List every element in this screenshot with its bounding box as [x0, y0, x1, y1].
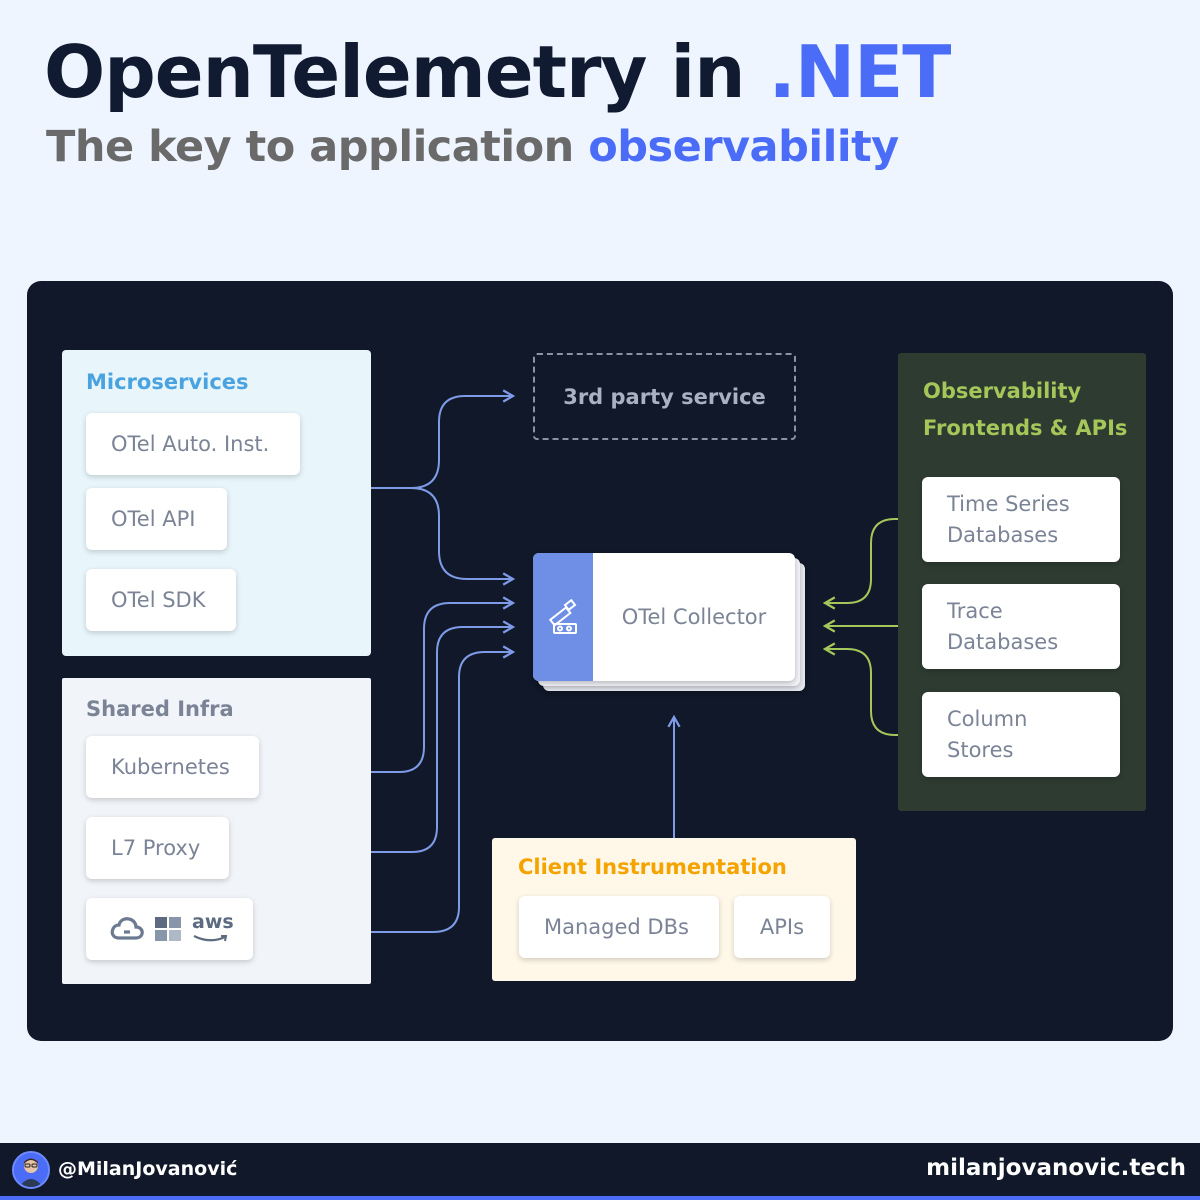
wire-proxy-to-collector — [229, 620, 516, 853]
wire-collector-timeseries — [822, 512, 916, 610]
telescope-icon — [548, 599, 577, 634]
page-subtitle: The key to application observability — [46, 122, 899, 172]
chip-line: Column — [947, 706, 1028, 731]
cloud-providers-chip: aws — [86, 898, 253, 960]
l7-proxy-chip: L7 Proxy — [86, 817, 229, 879]
wire-microservices-to-collector — [410, 487, 516, 586]
architecture-diagram: Microservices OTel Auto. Inst. OTel API … — [27, 281, 1173, 1041]
avatar — [12, 1151, 50, 1189]
wire-collector-column — [822, 642, 916, 742]
client-instrumentation-title: Client Instrumentation — [518, 855, 787, 879]
subtitle-accent: observability — [588, 122, 899, 172]
collector-stripe — [533, 553, 593, 681]
otel-api-chip: OTel API — [86, 488, 227, 550]
title-main: OpenTelemetry in — [44, 30, 769, 114]
managed-dbs-chip: Managed DBs — [519, 896, 719, 958]
collector-label: OTel Collector — [621, 605, 767, 629]
title-accent: .NET — [768, 30, 952, 114]
chip-line: Time Series — [947, 491, 1070, 516]
column-stores-chip: Column Stores — [922, 692, 1120, 777]
chip-line: Databases — [947, 522, 1059, 547]
collector-card: OTel Collector — [533, 553, 795, 681]
avatar-icon — [14, 1153, 48, 1187]
shared-infra-panel: Shared Infra Kubernetes L7 Proxy aws — [62, 678, 371, 984]
client-instrumentation-panel: Client Instrumentation Managed DBs APIs — [492, 838, 856, 981]
site-url[interactable]: milanjovanovic.tech — [926, 1155, 1186, 1181]
microservices-title: Microservices — [86, 370, 249, 394]
connection-wires — [229, 389, 916, 933]
observability-title: Observability Frontends & APIs — [923, 379, 1128, 440]
third-party-service-box: 3rd party service — [533, 353, 796, 440]
trace-databases-chip: Trace Databases — [922, 584, 1120, 669]
microservices-panel: Microservices OTel Auto. Inst. OTel API … — [62, 350, 371, 656]
otel-sdk-chip: OTel SDK — [86, 569, 236, 631]
footer-bar: @MilanJovanović milanjovanovic.tech — [0, 1143, 1200, 1200]
chip-line: Trace — [947, 598, 1003, 623]
apis-chip: APIs — [734, 896, 830, 958]
windows-icon — [155, 917, 181, 941]
google-cloud-icon — [110, 917, 144, 940]
subtitle-main: The key to application — [46, 122, 589, 172]
aws-icon: aws — [192, 911, 234, 944]
wire-kubernetes-to-collector — [277, 596, 516, 773]
time-series-databases-chip: Time Series Databases — [922, 477, 1120, 562]
page-title: OpenTelemetry in .NET — [44, 30, 952, 114]
wire-cloud-to-collector — [253, 645, 516, 933]
aws-text: aws — [192, 911, 234, 933]
observability-panel: Observability Frontends & APIs Time Seri… — [898, 353, 1146, 811]
chip-line: Databases — [947, 629, 1059, 654]
aws-smile-icon — [193, 935, 228, 942]
wire-microservices-to-third-party — [371, 389, 516, 489]
author-handle: @MilanJovanović — [58, 1158, 238, 1180]
otel-collector: OTel Collector — [533, 553, 805, 691]
kubernetes-chip: Kubernetes — [86, 736, 259, 798]
otel-auto-inst-chip: OTel Auto. Inst. — [86, 413, 300, 475]
shared-infra-title: Shared Infra — [86, 697, 234, 721]
chip-line: Stores — [947, 737, 1014, 762]
